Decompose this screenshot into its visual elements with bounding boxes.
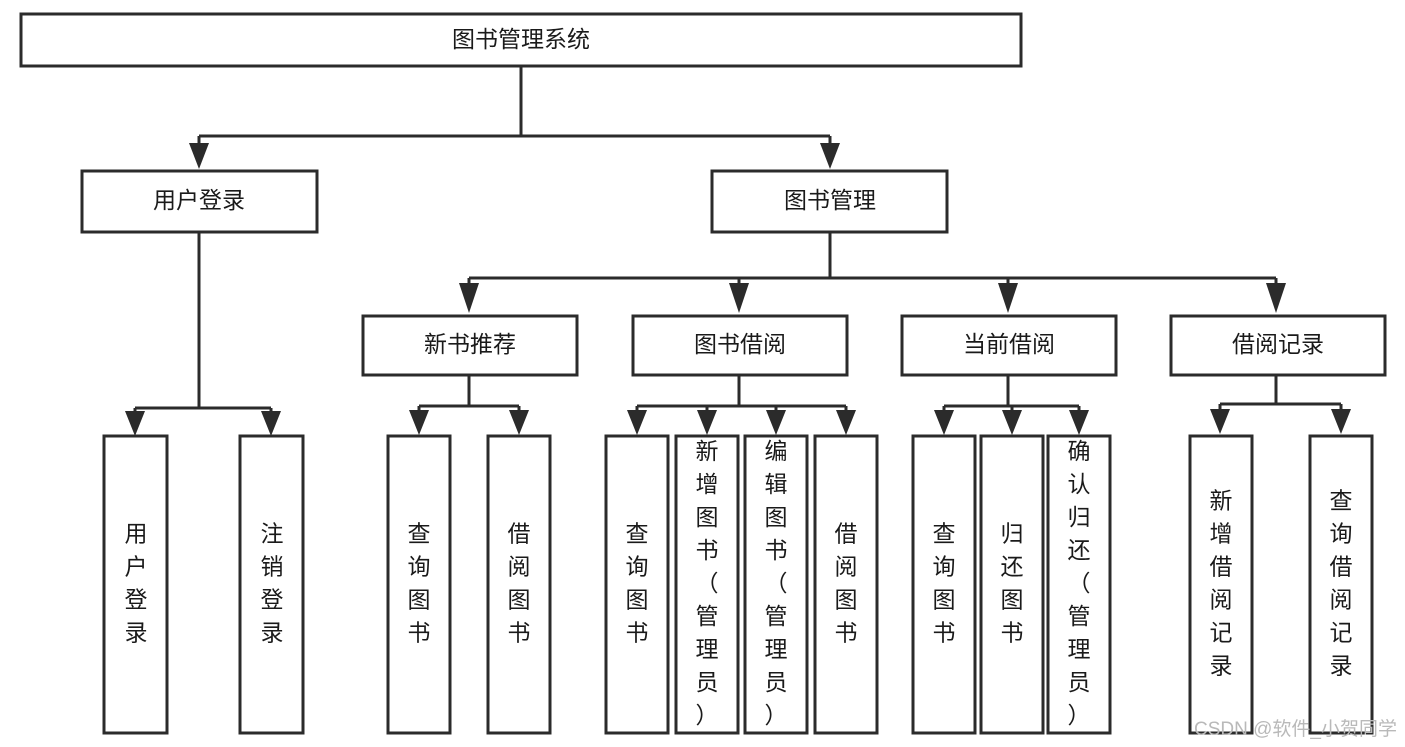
node-current-borrow-label: 当前借阅: [963, 331, 1055, 357]
leaf-query-book-3-box[interactable]: [911, 434, 977, 735]
arrowhead-user-login: [189, 143, 209, 169]
leaf-user-login[interactable]: 用户登录: [102, 434, 169, 735]
leaf-add-book-box[interactable]: [674, 434, 740, 735]
arrowhead-leaf-logout: [261, 411, 281, 436]
leaf-logout-label: 注销登录: [261, 521, 284, 646]
leaf-confirm-return-label: 确认归还（管理员）: [1068, 438, 1091, 728]
node-book-manage-label: 图书管理: [784, 187, 876, 213]
node-new-book-recommend-label: 新书推荐: [424, 331, 516, 357]
node-book-borrow-label: 图书借阅: [694, 331, 786, 357]
arrowhead-leaf-query-book-1: [409, 410, 429, 435]
arrowhead-leaf-query-record: [1331, 409, 1351, 434]
leaf-query-book-3-label: 查询图书: [933, 521, 956, 646]
arrowhead-leaf-borrow-book-2: [836, 410, 856, 435]
leaf-add-record-box[interactable]: [1188, 434, 1254, 735]
leaf-add-book[interactable]: 新增图书（管理员）: [674, 434, 740, 735]
arrowhead-leaf-edit-book: [766, 410, 786, 435]
arrowhead-borrow-record: [1266, 283, 1286, 313]
node-borrow-record-box[interactable]: [1169, 314, 1387, 377]
node-root-box[interactable]: [19, 12, 1023, 68]
leaf-return-book-label: 归还图书: [1001, 521, 1024, 646]
leaf-user-login-box[interactable]: [102, 434, 169, 735]
node-current-borrow-box[interactable]: [900, 314, 1118, 377]
leaf-query-book-2-label: 查询图书: [626, 521, 649, 646]
node-user-login[interactable]: 用户登录: [80, 169, 319, 234]
leaf-return-book[interactable]: 归还图书: [979, 434, 1045, 735]
arrowhead-leaf-query-book-3: [934, 410, 954, 435]
arrowhead-book-borrow: [729, 283, 749, 313]
leaf-logout-box[interactable]: [238, 434, 305, 735]
node-book-manage[interactable]: 图书管理: [710, 169, 949, 234]
leaf-query-book-1-label: 查询图书: [408, 521, 431, 646]
leaf-query-record[interactable]: 查询借阅记录: [1308, 434, 1374, 735]
node-new-book-recommend[interactable]: 新书推荐: [361, 314, 579, 377]
leaf-borrow-book-1-box[interactable]: [486, 434, 552, 735]
leaf-logout[interactable]: 注销登录: [238, 434, 305, 735]
leaf-edit-book-label: 编辑图书（管理员）: [765, 438, 788, 728]
node-borrow-record-label: 借阅记录: [1232, 331, 1324, 357]
node-user-login-box[interactable]: [80, 169, 319, 234]
node-book-borrow-box[interactable]: [631, 314, 849, 377]
arrowhead-new-book-recommend: [459, 283, 479, 313]
node-user-login-label: 用户登录: [153, 187, 245, 213]
leaf-borrow-book-2[interactable]: 借阅图书: [813, 434, 879, 735]
leaf-edit-book-box[interactable]: [743, 434, 809, 735]
leaf-query-record-label: 查询借阅记录: [1330, 488, 1353, 679]
arrowhead-leaf-add-record: [1210, 409, 1230, 434]
node-book-borrow[interactable]: 图书借阅: [631, 314, 849, 377]
node-current-borrow[interactable]: 当前借阅: [900, 314, 1118, 377]
node-book-manage-box[interactable]: [710, 169, 949, 234]
connector-layer: [125, 66, 1351, 436]
arrowhead-leaf-query-book-2: [627, 410, 647, 435]
leaf-query-book-3[interactable]: 查询图书: [911, 434, 977, 735]
leaf-edit-book[interactable]: 编辑图书（管理员）: [743, 434, 809, 735]
node-root-label: 图书管理系统: [452, 26, 590, 52]
leaf-confirm-return[interactable]: 确认归还（管理员）: [1046, 434, 1112, 735]
arrowhead-leaf-return-book: [1002, 410, 1022, 435]
node-borrow-record[interactable]: 借阅记录: [1169, 314, 1387, 377]
arrowhead-leaf-user-login: [125, 411, 145, 436]
arrowhead-book-manage: [820, 143, 840, 169]
leaf-add-book-label: 新增图书（管理员）: [696, 438, 719, 728]
leaf-borrow-book-2-label: 借阅图书: [835, 521, 858, 646]
node-new-book-recommend-box[interactable]: [361, 314, 579, 377]
leaf-query-record-box[interactable]: [1308, 434, 1374, 735]
arrowhead-leaf-confirm-return: [1069, 410, 1089, 435]
leaf-return-book-box[interactable]: [979, 434, 1045, 735]
leaf-borrow-book-2-box[interactable]: [813, 434, 879, 735]
leaf-query-book-1[interactable]: 查询图书: [386, 434, 452, 735]
leaf-borrow-book-1[interactable]: 借阅图书: [486, 434, 552, 735]
arrowhead-leaf-borrow-book-1: [509, 410, 529, 435]
leaf-confirm-return-box[interactable]: [1046, 434, 1112, 735]
leaf-add-record[interactable]: 新增借阅记录: [1188, 434, 1254, 735]
leaf-user-login-label: 用户登录: [125, 521, 148, 646]
arrowhead-leaf-add-book: [697, 410, 717, 435]
leaf-add-record-label: 新增借阅记录: [1210, 488, 1233, 679]
node-root[interactable]: 图书管理系统: [19, 12, 1023, 68]
watermark-label: CSDN @软件_小贺同学: [1194, 718, 1397, 740]
leaf-query-book-2[interactable]: 查询图书: [604, 434, 670, 735]
leaf-query-book-2-box[interactable]: [604, 434, 670, 735]
leaf-borrow-book-1-label: 借阅图书: [508, 521, 531, 646]
leaf-query-book-1-box[interactable]: [386, 434, 452, 735]
arrowhead-current-borrow: [998, 283, 1018, 313]
